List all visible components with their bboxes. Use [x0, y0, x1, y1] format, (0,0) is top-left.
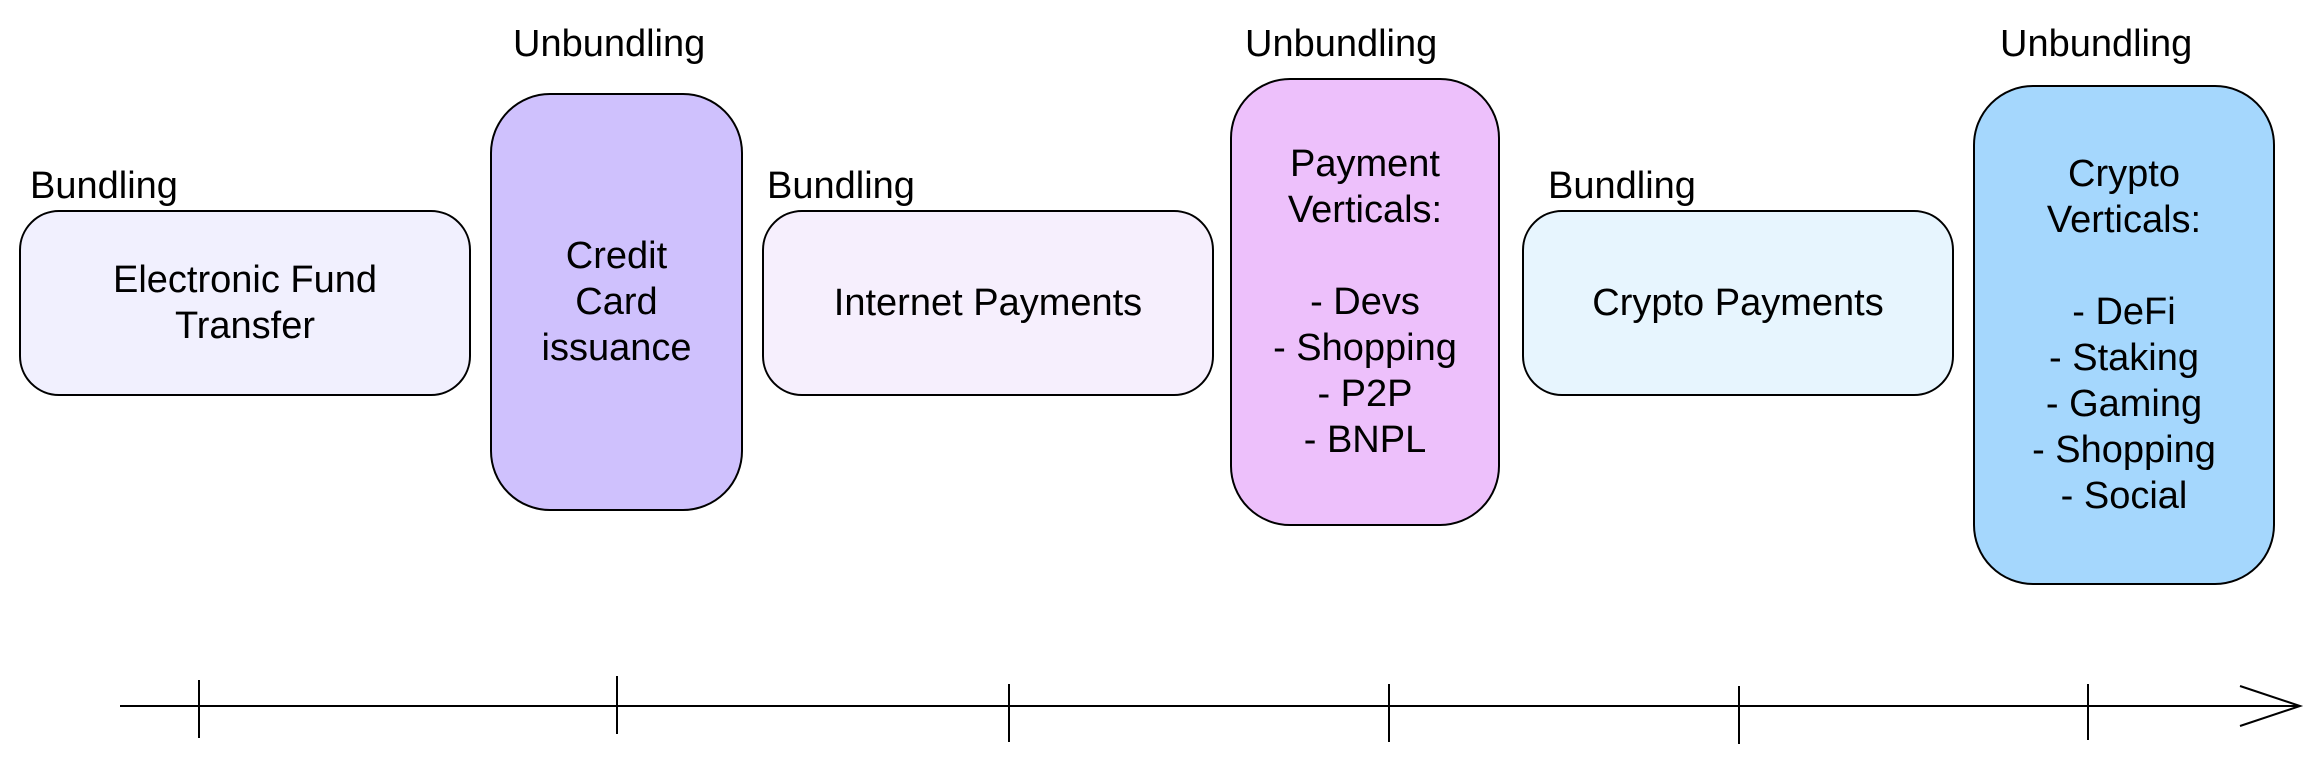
stage-box-payment-verticals: Payment Verticals: - Devs - Shopping - P…	[1230, 78, 1500, 526]
stage-box-eft: Electronic Fund Transfer	[19, 210, 471, 396]
stage-box-crypto-payments: Crypto Payments	[1522, 210, 1954, 396]
timeline-arrowhead	[2239, 685, 2304, 727]
phase-label-internet-payments: Bundling	[767, 165, 915, 207]
phase-label-payment-verticals: Unbundling	[1245, 23, 1438, 65]
stage-box-internet-payments: Internet Payments	[762, 210, 1214, 396]
stage-box-crypto-verticals: Crypto Verticals: - DeFi - Staking - Gam…	[1973, 85, 2275, 585]
stage-box-credit-card: Credit Card issuance	[490, 93, 743, 511]
phase-label-crypto-payments: Bundling	[1548, 165, 1696, 207]
phase-label-credit-card: Unbundling	[513, 23, 706, 65]
phase-label-crypto-verticals: Unbundling	[2000, 23, 2193, 65]
phase-label-eft: Bundling	[30, 165, 178, 207]
timeline-ticks	[198, 676, 2089, 744]
